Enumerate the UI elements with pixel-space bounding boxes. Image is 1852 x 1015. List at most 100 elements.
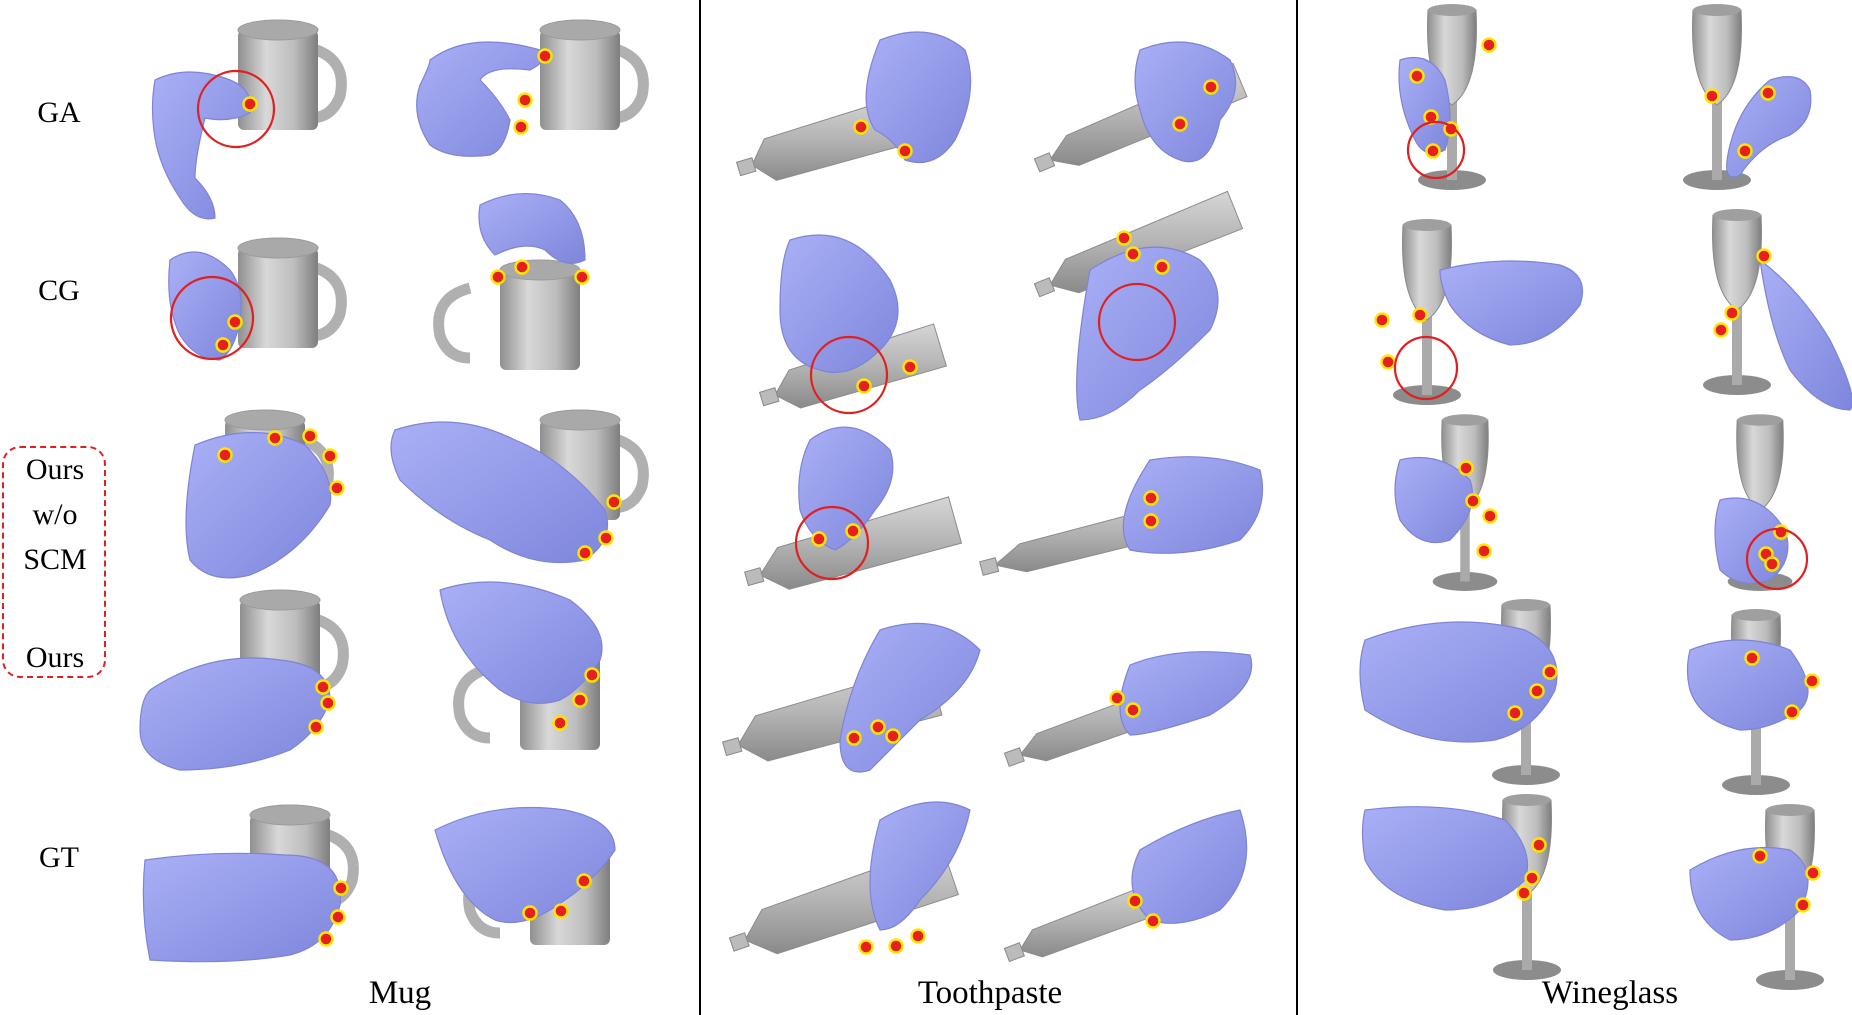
contact-point bbox=[1125, 246, 1141, 262]
row-label-ours: Ours bbox=[25, 641, 85, 674]
hand-mesh bbox=[1359, 621, 1558, 743]
contact-point bbox=[902, 359, 918, 375]
contact-point bbox=[1764, 556, 1780, 572]
contact-point bbox=[242, 96, 258, 112]
hand-mesh bbox=[869, 801, 971, 931]
mug-rim bbox=[237, 237, 319, 259]
row-label-cg: CG bbox=[38, 274, 80, 307]
contact-point bbox=[897, 143, 913, 159]
contact-point bbox=[215, 337, 231, 353]
toothpaste-cap bbox=[744, 567, 765, 587]
failure-highlight-circle bbox=[794, 505, 870, 581]
hand-mesh bbox=[779, 234, 899, 374]
hand-mesh bbox=[139, 657, 331, 771]
row-label-gt: GT bbox=[39, 841, 79, 874]
mug-rim bbox=[539, 19, 621, 41]
contact-point bbox=[888, 938, 904, 954]
contact-point bbox=[858, 939, 874, 955]
column-divider-1 bbox=[699, 0, 701, 1015]
contact-point bbox=[318, 931, 334, 947]
mug-handle bbox=[433, 282, 472, 364]
contact-point bbox=[1516, 885, 1532, 901]
contact-point bbox=[1109, 690, 1125, 706]
contact-point bbox=[552, 715, 568, 731]
wineglass-stem bbox=[1521, 695, 1531, 775]
contact-point bbox=[584, 667, 600, 683]
contact-point bbox=[1529, 683, 1545, 699]
wineglass-bowl bbox=[1692, 9, 1742, 106]
toothpaste-tube bbox=[774, 323, 948, 409]
hand-mesh bbox=[1714, 497, 1789, 584]
contact-point bbox=[1465, 493, 1481, 509]
contact-point bbox=[1704, 88, 1720, 104]
wineglass-rim bbox=[1732, 609, 1780, 621]
wineglass-rim bbox=[1693, 4, 1741, 16]
wineglass-rim bbox=[1713, 209, 1761, 221]
wineglass-stem bbox=[1422, 315, 1432, 395]
contact-point bbox=[1116, 230, 1132, 246]
mug-body bbox=[540, 30, 620, 130]
contact-point bbox=[606, 494, 622, 510]
contact-point bbox=[574, 269, 590, 285]
hand-mesh bbox=[1119, 651, 1253, 736]
contact-point bbox=[1374, 312, 1390, 328]
contact-point bbox=[1412, 307, 1428, 323]
contact-point bbox=[302, 428, 318, 444]
contact-point bbox=[1154, 259, 1170, 275]
contact-point bbox=[577, 545, 593, 561]
mug-rim bbox=[249, 804, 331, 826]
wineglass-stem bbox=[1522, 890, 1532, 970]
wineglass-rim bbox=[1428, 4, 1476, 16]
toothpaste-cap bbox=[735, 157, 757, 177]
wineglass-bowl bbox=[1712, 214, 1762, 311]
contact-point bbox=[1125, 702, 1141, 718]
wineglass-rim bbox=[1403, 219, 1451, 231]
wineglass-stem bbox=[1732, 305, 1742, 385]
contact-point bbox=[811, 531, 827, 547]
contact-point bbox=[1380, 354, 1396, 370]
contact-point bbox=[1737, 143, 1753, 159]
row-label-ours-wo-line3: SCM bbox=[23, 543, 87, 576]
contact-point bbox=[1476, 543, 1492, 559]
contact-point bbox=[1425, 143, 1441, 159]
mug-body bbox=[500, 270, 580, 370]
wineglass-bowl bbox=[1402, 224, 1452, 321]
contact-point bbox=[1805, 865, 1821, 881]
failure-highlight-circle bbox=[1745, 527, 1809, 591]
wineglass-rim bbox=[1502, 599, 1550, 611]
contact-point bbox=[330, 909, 346, 925]
failure-highlight-circle bbox=[1393, 335, 1459, 401]
wineglass-bowl bbox=[1736, 419, 1784, 511]
mug-body bbox=[238, 30, 318, 130]
contact-point bbox=[315, 679, 331, 695]
hand-mesh bbox=[142, 852, 341, 963]
contact-point bbox=[846, 730, 862, 746]
hand-mesh bbox=[1131, 809, 1248, 924]
contact-point bbox=[322, 448, 338, 464]
hand-mesh bbox=[439, 581, 603, 704]
contact-point bbox=[1752, 848, 1768, 864]
wineglass-rim bbox=[1737, 414, 1783, 426]
contact-point bbox=[537, 48, 553, 64]
contact-point bbox=[1773, 524, 1789, 540]
failure-highlight-circle bbox=[169, 275, 255, 361]
wineglass-rim bbox=[1503, 794, 1551, 806]
contact-point bbox=[1507, 705, 1523, 721]
failure-highlight-circle bbox=[1097, 282, 1177, 362]
mug-handle bbox=[453, 662, 492, 744]
contact-point bbox=[333, 880, 349, 896]
contact-point bbox=[1172, 116, 1188, 132]
contact-point bbox=[1531, 837, 1547, 853]
hand-mesh bbox=[1394, 456, 1474, 544]
wineglass-stem bbox=[1712, 100, 1722, 180]
wineglass-rim bbox=[1766, 804, 1814, 816]
contact-point bbox=[853, 119, 869, 135]
contact-point bbox=[1724, 305, 1740, 321]
toothpaste-cap bbox=[722, 737, 743, 757]
toothpaste-cap bbox=[758, 387, 780, 407]
contact-point bbox=[522, 905, 538, 921]
hand-mesh bbox=[1361, 806, 1529, 911]
hand-mesh bbox=[1134, 41, 1237, 163]
wineglass-stem bbox=[1460, 505, 1470, 582]
